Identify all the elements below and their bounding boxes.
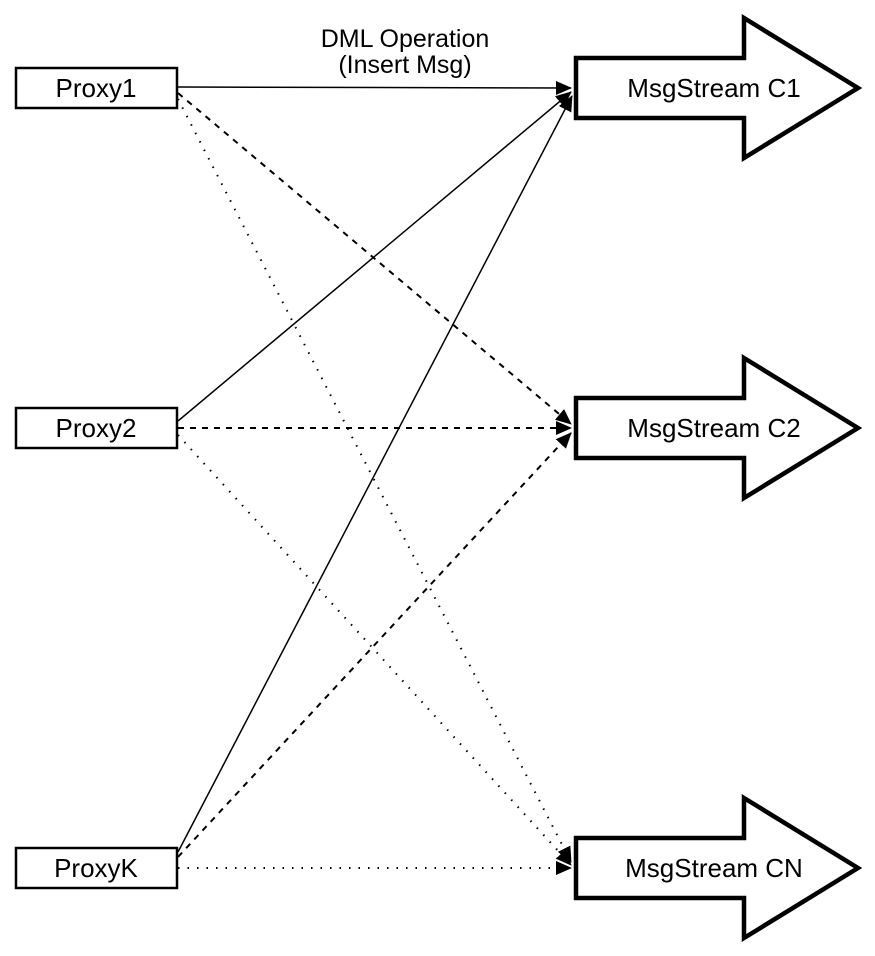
edge-proxy2-msgstream-cn	[177, 434, 572, 866]
node-msgstream-c2: MsgStream C2	[573, 353, 863, 503]
edge-proxy2-msgstream-c1	[177, 91, 572, 422]
diagram-title-line2: (Insert Msg)	[338, 51, 471, 79]
proxy1-label: Proxy1	[56, 73, 137, 103]
edge-proxy1-msgstream-cn	[177, 98, 572, 863]
msgstream-cn-label: MsgStream CN	[625, 853, 803, 883]
proxyk-box	[14, 846, 179, 890]
edge-proxy1-msgstream-c2	[177, 92, 572, 425]
node-proxy1: Proxy1	[14, 66, 179, 110]
node-proxy2: Proxy2	[14, 406, 179, 450]
proxyk-label: ProxyK	[54, 853, 138, 883]
msgstream-c2-label: MsgStream C2	[627, 413, 800, 443]
diagram-title-line1: DML Operation	[321, 25, 490, 53]
msgstream-cn-arrow-shape	[573, 793, 863, 943]
node-msgstream-c1: MsgStream C1	[573, 13, 863, 163]
proxy2-box	[14, 406, 179, 450]
msgstream-c1-arrow-shape	[573, 13, 863, 163]
msgstream-c2-arrow-shape	[573, 353, 863, 503]
edge-proxyk-msgstream-c1	[177, 95, 573, 853]
edge-proxy1-msgstream-c1	[177, 80, 572, 95]
edge-proxyk-msgstream-c2	[177, 432, 572, 858]
msgstream-c1-label: MsgStream C1	[627, 73, 800, 103]
node-proxyk: ProxyK	[14, 846, 179, 890]
proxy1-box	[14, 66, 179, 110]
proxy2-label: Proxy2	[56, 413, 137, 443]
node-msgstream-cn: MsgStream CN	[573, 793, 863, 943]
